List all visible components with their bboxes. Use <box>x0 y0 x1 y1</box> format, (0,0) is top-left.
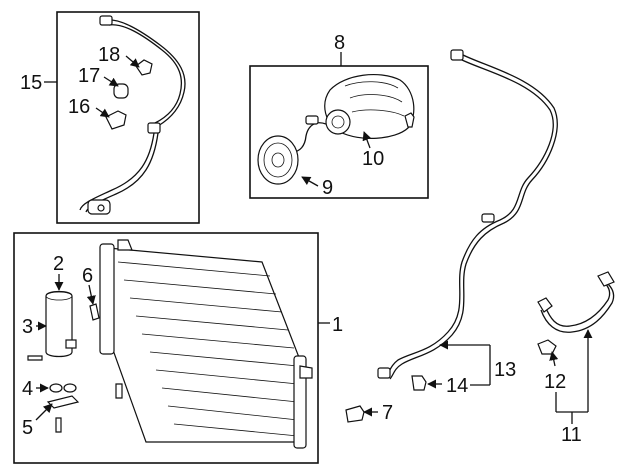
bolt-condenser <box>115 383 123 399</box>
callout-6: 6 <box>82 265 93 287</box>
group-11-suction-hose <box>537 271 615 424</box>
box-1-frame <box>13 232 319 464</box>
line-13-fitting-top <box>450 49 464 61</box>
box-15-frame <box>56 11 200 224</box>
callout-14: 14 <box>446 375 468 397</box>
part-14-clip <box>411 375 427 391</box>
line-13-fitting-end <box>377 367 391 379</box>
compressor-fins <box>344 81 405 117</box>
part-5-bracket <box>46 395 80 409</box>
hose-15-end-bolt <box>97 204 105 212</box>
callout-16: 16 <box>68 96 90 118</box>
condenser-bracket-right <box>299 365 313 379</box>
group-8-compressor-box <box>249 52 429 199</box>
part-9-pulley-hub <box>271 152 285 168</box>
part-12-bracket <box>537 339 557 355</box>
part-5-bolt <box>55 417 62 433</box>
hose-11-fitting-left <box>537 297 553 313</box>
hose-15-lower <box>79 132 155 211</box>
line-13-tube <box>385 57 554 377</box>
part-18-clip <box>135 59 153 76</box>
hose-11-tube-edge <box>540 283 615 333</box>
compressor-clutch-face <box>325 109 351 135</box>
condenser-right-tank <box>293 355 307 449</box>
callout-18: 18 <box>98 44 120 66</box>
compressor-clutch-hub <box>331 115 345 129</box>
callout-3: 3 <box>22 316 33 338</box>
leader-18 <box>125 55 140 68</box>
callout-4: 4 <box>22 378 33 400</box>
part-9-pulley-inner <box>263 142 293 178</box>
part-7-clip <box>345 405 365 423</box>
group-7-part <box>345 405 378 423</box>
compressor-connector <box>305 115 319 125</box>
leader-16 <box>95 107 110 118</box>
condenser-bracket-top <box>117 239 133 251</box>
box-8-frame <box>249 65 429 199</box>
callout-15: 15 <box>20 72 42 94</box>
line-13-tube-edge <box>389 53 558 380</box>
hose-11-fitting-right <box>597 271 615 287</box>
leader-6 <box>86 284 96 305</box>
callout-17: 17 <box>78 65 100 87</box>
part-3-drier-fitting <box>65 339 77 349</box>
hose-11-tube <box>544 281 611 327</box>
part-17-oring <box>113 83 129 99</box>
callout-2: 2 <box>53 253 64 275</box>
callout-12: 12 <box>544 371 566 393</box>
condenser-core <box>107 247 301 443</box>
group-15-hose-box <box>44 11 200 224</box>
leader-5 <box>35 403 53 421</box>
group-13-liquid-line <box>377 49 558 391</box>
callout-1: 1 <box>332 314 343 336</box>
hose-15-fitting-mid <box>147 122 161 134</box>
callout-11: 11 <box>561 424 582 446</box>
hose-15-upper-edge <box>108 24 183 124</box>
callout-7: 7 <box>382 402 393 424</box>
leader-12 <box>549 351 559 367</box>
callout-10: 10 <box>362 148 384 170</box>
part-16-bracket <box>105 110 127 130</box>
hose-15-fitting-top <box>99 15 113 26</box>
part-4-oring-a <box>49 383 63 393</box>
leader-17 <box>103 76 119 87</box>
condenser-fins <box>117 261 299 437</box>
part-3-drier-cap <box>45 291 73 301</box>
leader-10 <box>362 131 372 149</box>
part-6-sensor <box>89 303 100 321</box>
bolt-drier-mount <box>27 355 43 361</box>
leader-9 <box>301 176 319 187</box>
callout-8: 8 <box>334 32 345 54</box>
part-4-oring-b <box>63 383 77 393</box>
callout-9: 9 <box>322 177 333 199</box>
callout-13: 13 <box>494 359 516 381</box>
compressor-bolt <box>404 112 415 128</box>
compressor-wire <box>291 122 327 153</box>
callout-5: 5 <box>22 417 33 439</box>
hose-15-upper <box>104 19 186 127</box>
condenser-left-tank <box>99 243 115 355</box>
group-1-condenser-box <box>13 232 330 464</box>
line-13-fitting-mid <box>481 213 495 223</box>
